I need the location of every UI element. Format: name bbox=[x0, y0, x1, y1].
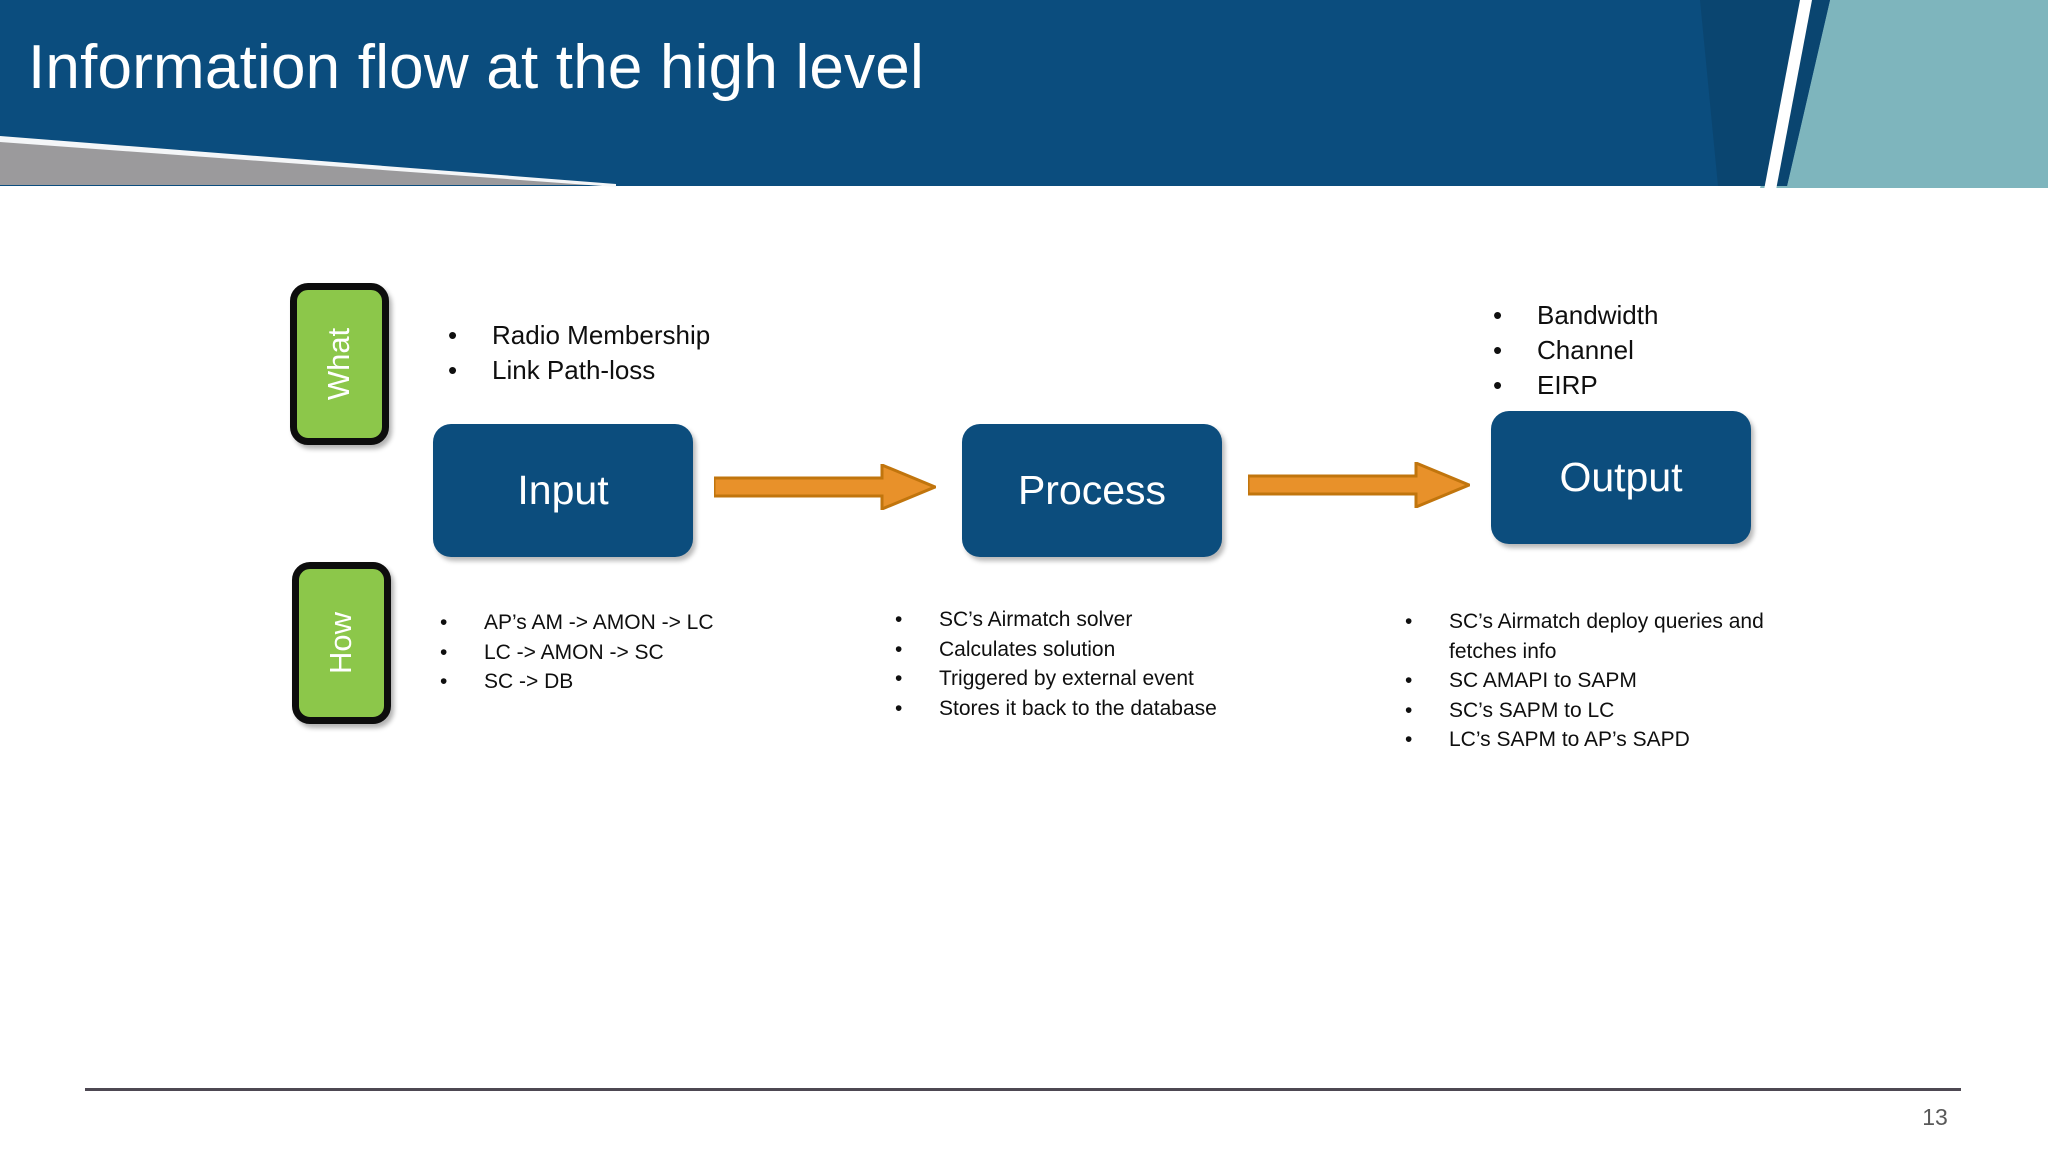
list-item-text: LC’s SAPM to AP’s SAPD bbox=[1449, 728, 1690, 752]
bullet-dot-icon: • bbox=[895, 608, 903, 631]
list-item-text: Link Path-loss bbox=[492, 354, 656, 385]
bullet-dot-icon: • bbox=[448, 354, 458, 385]
list-item: • Radio Membership bbox=[448, 318, 868, 353]
bullet-dot-icon: • bbox=[1405, 669, 1413, 693]
stage-box-input-label: Input bbox=[517, 467, 609, 513]
list-item: • Triggered by external event bbox=[895, 664, 1325, 694]
tag-what: What bbox=[290, 283, 389, 445]
stage-box-input: Input bbox=[433, 424, 693, 557]
list-item: • SC’s SAPM to LC bbox=[1405, 696, 1825, 726]
bullet-dot-icon: • bbox=[1493, 334, 1503, 365]
stage-box-process: Process bbox=[962, 424, 1222, 557]
footer-divider bbox=[85, 1088, 1961, 1091]
list-item-text: SC’s SAPM to LC bbox=[1449, 698, 1615, 722]
teal-wedge-shape bbox=[1760, 0, 2048, 188]
stage-box-output-label: Output bbox=[1559, 454, 1683, 500]
list-item: • LC -> AMON -> SC bbox=[440, 638, 840, 668]
list-item: • EIRP bbox=[1493, 368, 1873, 403]
list-item: • Stores it back to the database bbox=[895, 694, 1325, 724]
list-item-text: SC’s Airmatch deploy queries and fetches… bbox=[1449, 610, 1764, 663]
list-item-text: LC -> AMON -> SC bbox=[484, 640, 664, 664]
list-item: • AP’s AM -> AMON -> LC bbox=[440, 608, 840, 638]
list-item-text: SC AMAPI to SAPM bbox=[1449, 669, 1637, 693]
arrow-input-to-process-icon bbox=[714, 464, 936, 510]
bullet-dot-icon: • bbox=[1405, 698, 1413, 722]
list-item: • Link Path-loss bbox=[448, 353, 868, 388]
bullet-dot-icon: • bbox=[1493, 369, 1503, 400]
how-input-bullet-list: • AP’s AM -> AMON -> LC • LC -> AMON -> … bbox=[440, 608, 840, 697]
bullet-dot-icon: • bbox=[1405, 728, 1413, 752]
list-item-text: SC’s Airmatch solver bbox=[939, 608, 1133, 631]
list-item-text: SC -> DB bbox=[484, 670, 574, 694]
page-title: Information flow at the high level bbox=[28, 33, 924, 102]
blue-header-dark-sliver bbox=[1700, 0, 1830, 186]
list-item-text: Stores it back to the database bbox=[939, 696, 1217, 720]
arrow-process-to-output-icon bbox=[1248, 462, 1470, 508]
what-input-bullet-list: • Radio Membership • Link Path-loss bbox=[448, 318, 868, 388]
list-item-text: Bandwidth bbox=[1537, 300, 1659, 330]
bullet-dot-icon: • bbox=[440, 670, 448, 694]
bullet-dot-icon: • bbox=[440, 611, 448, 634]
list-item: • SC’s Airmatch deploy queries and fetch… bbox=[1405, 607, 1825, 666]
list-item: • Bandwidth bbox=[1493, 298, 1873, 333]
white-hairline bbox=[0, 136, 616, 187]
list-item: • Channel bbox=[1493, 333, 1873, 368]
bullet-dot-icon: • bbox=[1493, 300, 1503, 330]
list-item-text: Channel bbox=[1537, 334, 1634, 365]
bullet-dot-icon: • bbox=[895, 637, 903, 661]
list-item-text: Calculates solution bbox=[939, 637, 1116, 661]
bullet-dot-icon: • bbox=[895, 696, 903, 720]
tag-how: How bbox=[292, 562, 391, 724]
white-diagonal-line bbox=[1764, 0, 1812, 190]
page-number: 13 bbox=[1922, 1104, 1948, 1130]
list-item: • LC’s SAPM to AP’s SAPD bbox=[1405, 725, 1825, 755]
bullet-dot-icon: • bbox=[448, 320, 458, 350]
list-item: • SC -> DB bbox=[440, 667, 840, 697]
bullet-dot-icon: • bbox=[895, 667, 903, 691]
list-item: • SC AMAPI to SAPM bbox=[1405, 666, 1825, 696]
stage-box-output: Output bbox=[1491, 411, 1751, 544]
how-process-bullet-list: • SC’s Airmatch solver • Calculates solu… bbox=[895, 605, 1325, 723]
list-item-text: EIRP bbox=[1537, 369, 1598, 400]
what-output-bullet-list: • Bandwidth • Channel • EIRP bbox=[1493, 298, 1873, 402]
list-item: • Calculates solution bbox=[895, 635, 1325, 665]
list-item-text: AP’s AM -> AMON -> LC bbox=[484, 611, 714, 634]
list-item-text: Triggered by external event bbox=[939, 667, 1194, 691]
list-item: • SC’s Airmatch solver bbox=[895, 605, 1325, 635]
stage-box-process-label: Process bbox=[1017, 467, 1167, 513]
how-output-bullet-list: • SC’s Airmatch deploy queries and fetch… bbox=[1405, 607, 1825, 755]
tag-what-label: What bbox=[321, 327, 357, 401]
bullet-dot-icon: • bbox=[1405, 610, 1413, 633]
bullet-dot-icon: • bbox=[440, 640, 448, 664]
tag-how-label: How bbox=[323, 611, 359, 675]
list-item-text: Radio Membership bbox=[492, 320, 711, 350]
gray-wedge-shape bbox=[0, 140, 612, 185]
